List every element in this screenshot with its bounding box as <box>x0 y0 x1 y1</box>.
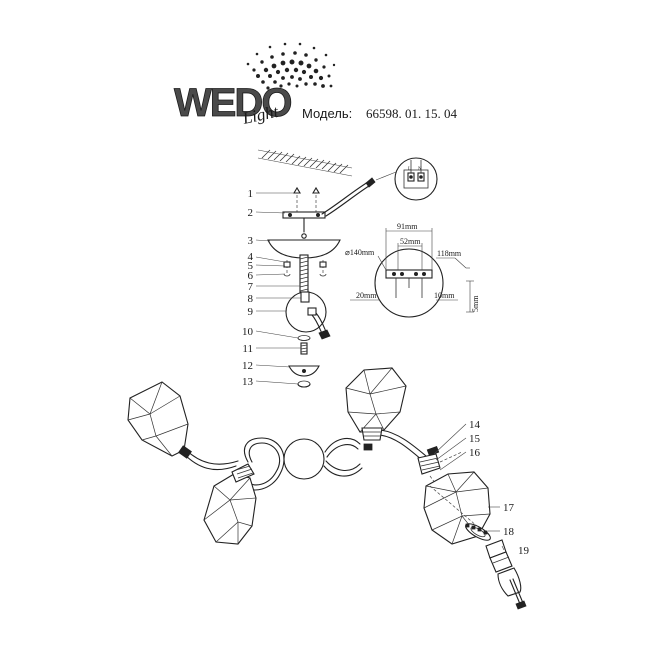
shade-upper-center <box>345 367 407 451</box>
mounting-screws <box>293 186 320 212</box>
shade-ring-nut <box>465 523 491 541</box>
ceiling-plate-hatch <box>257 149 353 177</box>
bracket-arm-wire <box>321 171 397 217</box>
callout-5: 5 <box>248 260 254 272</box>
bulb <box>485 539 527 610</box>
dim-offset-right: 10mm <box>434 291 455 300</box>
callout-15: 15 <box>469 433 481 445</box>
callout-17: 17 <box>503 502 515 514</box>
mounting-bracket <box>282 211 326 233</box>
callout-8: 8 <box>248 293 254 305</box>
callout-leaders-right <box>433 423 505 551</box>
callout-13: 13 <box>242 376 254 388</box>
callout-3: 3 <box>248 235 254 247</box>
brand-swirl-dots <box>246 42 336 90</box>
brand-name: WEDO <box>174 81 291 125</box>
callout-12: 12 <box>242 360 253 372</box>
callout-7: 7 <box>248 281 254 293</box>
lower-hardware <box>288 335 320 388</box>
model-label: Модель: <box>302 106 352 121</box>
callout-9: 9 <box>248 306 254 318</box>
callouts-right: 14 15 16 17 18 19 <box>469 419 530 557</box>
brand-logo: WEDO Light <box>174 42 336 128</box>
threaded-rod <box>299 254 309 294</box>
shade-lower-left <box>203 463 257 545</box>
shade-upper-left <box>127 381 192 459</box>
assembled-fixture <box>127 367 527 610</box>
callout-6: 6 <box>248 270 254 282</box>
canopy <box>267 233 341 259</box>
dim-offset-left: 20mm <box>356 291 377 300</box>
callout-1: 1 <box>248 188 254 200</box>
dim-diameter: ⌀140mm <box>345 248 375 257</box>
socket-exploded <box>417 445 463 491</box>
callout-4: 4 <box>248 251 254 263</box>
callout-19: 19 <box>518 545 530 557</box>
callout-10: 10 <box>242 326 254 338</box>
callout-14: 14 <box>469 419 481 431</box>
dim-width-top: 91mm <box>397 222 418 231</box>
bracket-dimension-detail: 91mm 52mm ⌀140mm 118mm 20mm 10mm 5mm <box>345 222 480 318</box>
model-line: Модель: 66598. 01. 15. 04 <box>302 106 458 121</box>
callout-16: 16 <box>469 447 481 459</box>
model-number: 66598. 01. 15. 04 <box>366 106 458 121</box>
callout-18: 18 <box>503 526 515 538</box>
callouts-left: 1 2 3 4 5 6 7 8 9 10 11 12 13 <box>242 188 254 388</box>
callout-leaders-left <box>255 192 301 385</box>
canopy-screws <box>283 260 327 277</box>
dim-width-mid: 52mm <box>400 237 421 246</box>
callout-11: 11 <box>242 343 253 355</box>
terminal-n-label: N <box>418 167 422 172</box>
callout-2: 2 <box>248 207 254 219</box>
dim-depth: 5mm <box>471 295 480 312</box>
wiring-detail-magnifier: L N <box>394 157 438 201</box>
body-sphere <box>285 291 331 340</box>
terminal-l-label: L <box>408 167 411 172</box>
dim-height-right: 118mm <box>437 249 462 258</box>
